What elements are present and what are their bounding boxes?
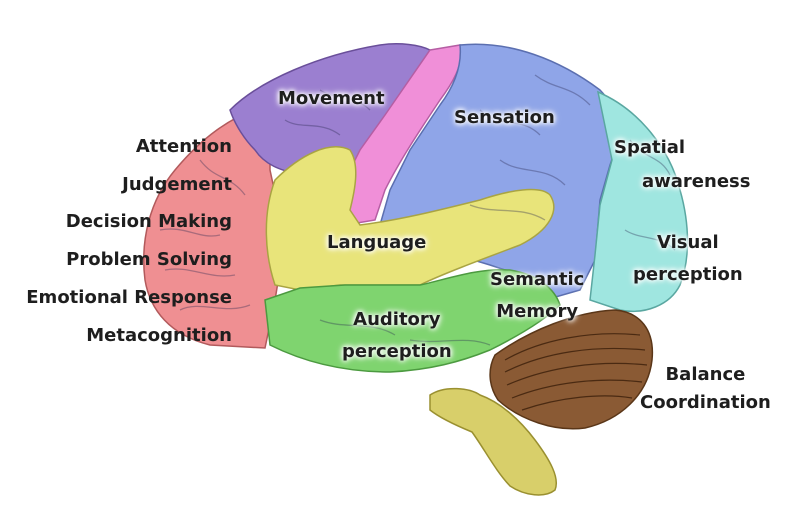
cerebellum-region [489, 309, 654, 430]
label-movement: Movement [278, 88, 385, 109]
label-metacognition: Metacognition [86, 325, 232, 346]
label-auditory-line2: perception [342, 341, 452, 362]
frontal-lobe-region [143, 104, 286, 349]
label-sensation: Sensation [454, 107, 555, 128]
label-spatial-awareness: Spatial awareness [614, 137, 750, 193]
temporal-lobe-region [264, 269, 561, 373]
label-spatial-line2: awareness [642, 171, 751, 192]
occipital-lobe-region [589, 90, 689, 312]
brain-gyri-lines [159, 74, 676, 346]
label-emotional-response: Emotional Response [26, 287, 232, 308]
label-balance-coordination: Balance Coordination [640, 364, 771, 414]
label-judgement: Judgement [122, 174, 232, 195]
brainstem-region [429, 387, 557, 496]
label-visual-perception: Visual perception [633, 232, 743, 286]
label-balance: Balance [665, 364, 746, 385]
label-semantic-line1: Semantic [490, 269, 585, 290]
label-semantic-line2: Memory [496, 301, 579, 322]
label-visual-line1: Visual [657, 232, 719, 253]
label-spatial-line1: Spatial [614, 137, 686, 158]
label-problem-solving: Problem Solving [66, 249, 232, 270]
cerebellum-folds [504, 333, 648, 411]
label-semantic-memory: Semantic Memory [490, 269, 584, 323]
label-auditory-line1: Auditory [353, 309, 441, 330]
label-attention: Attention [135, 136, 232, 157]
label-coordination: Coordination [640, 392, 771, 413]
label-auditory-perception: Auditory perception [342, 309, 452, 363]
label-visual-line2: perception [633, 264, 743, 285]
label-language: Language [327, 232, 427, 253]
label-decision-making: Decision Making [65, 211, 232, 232]
